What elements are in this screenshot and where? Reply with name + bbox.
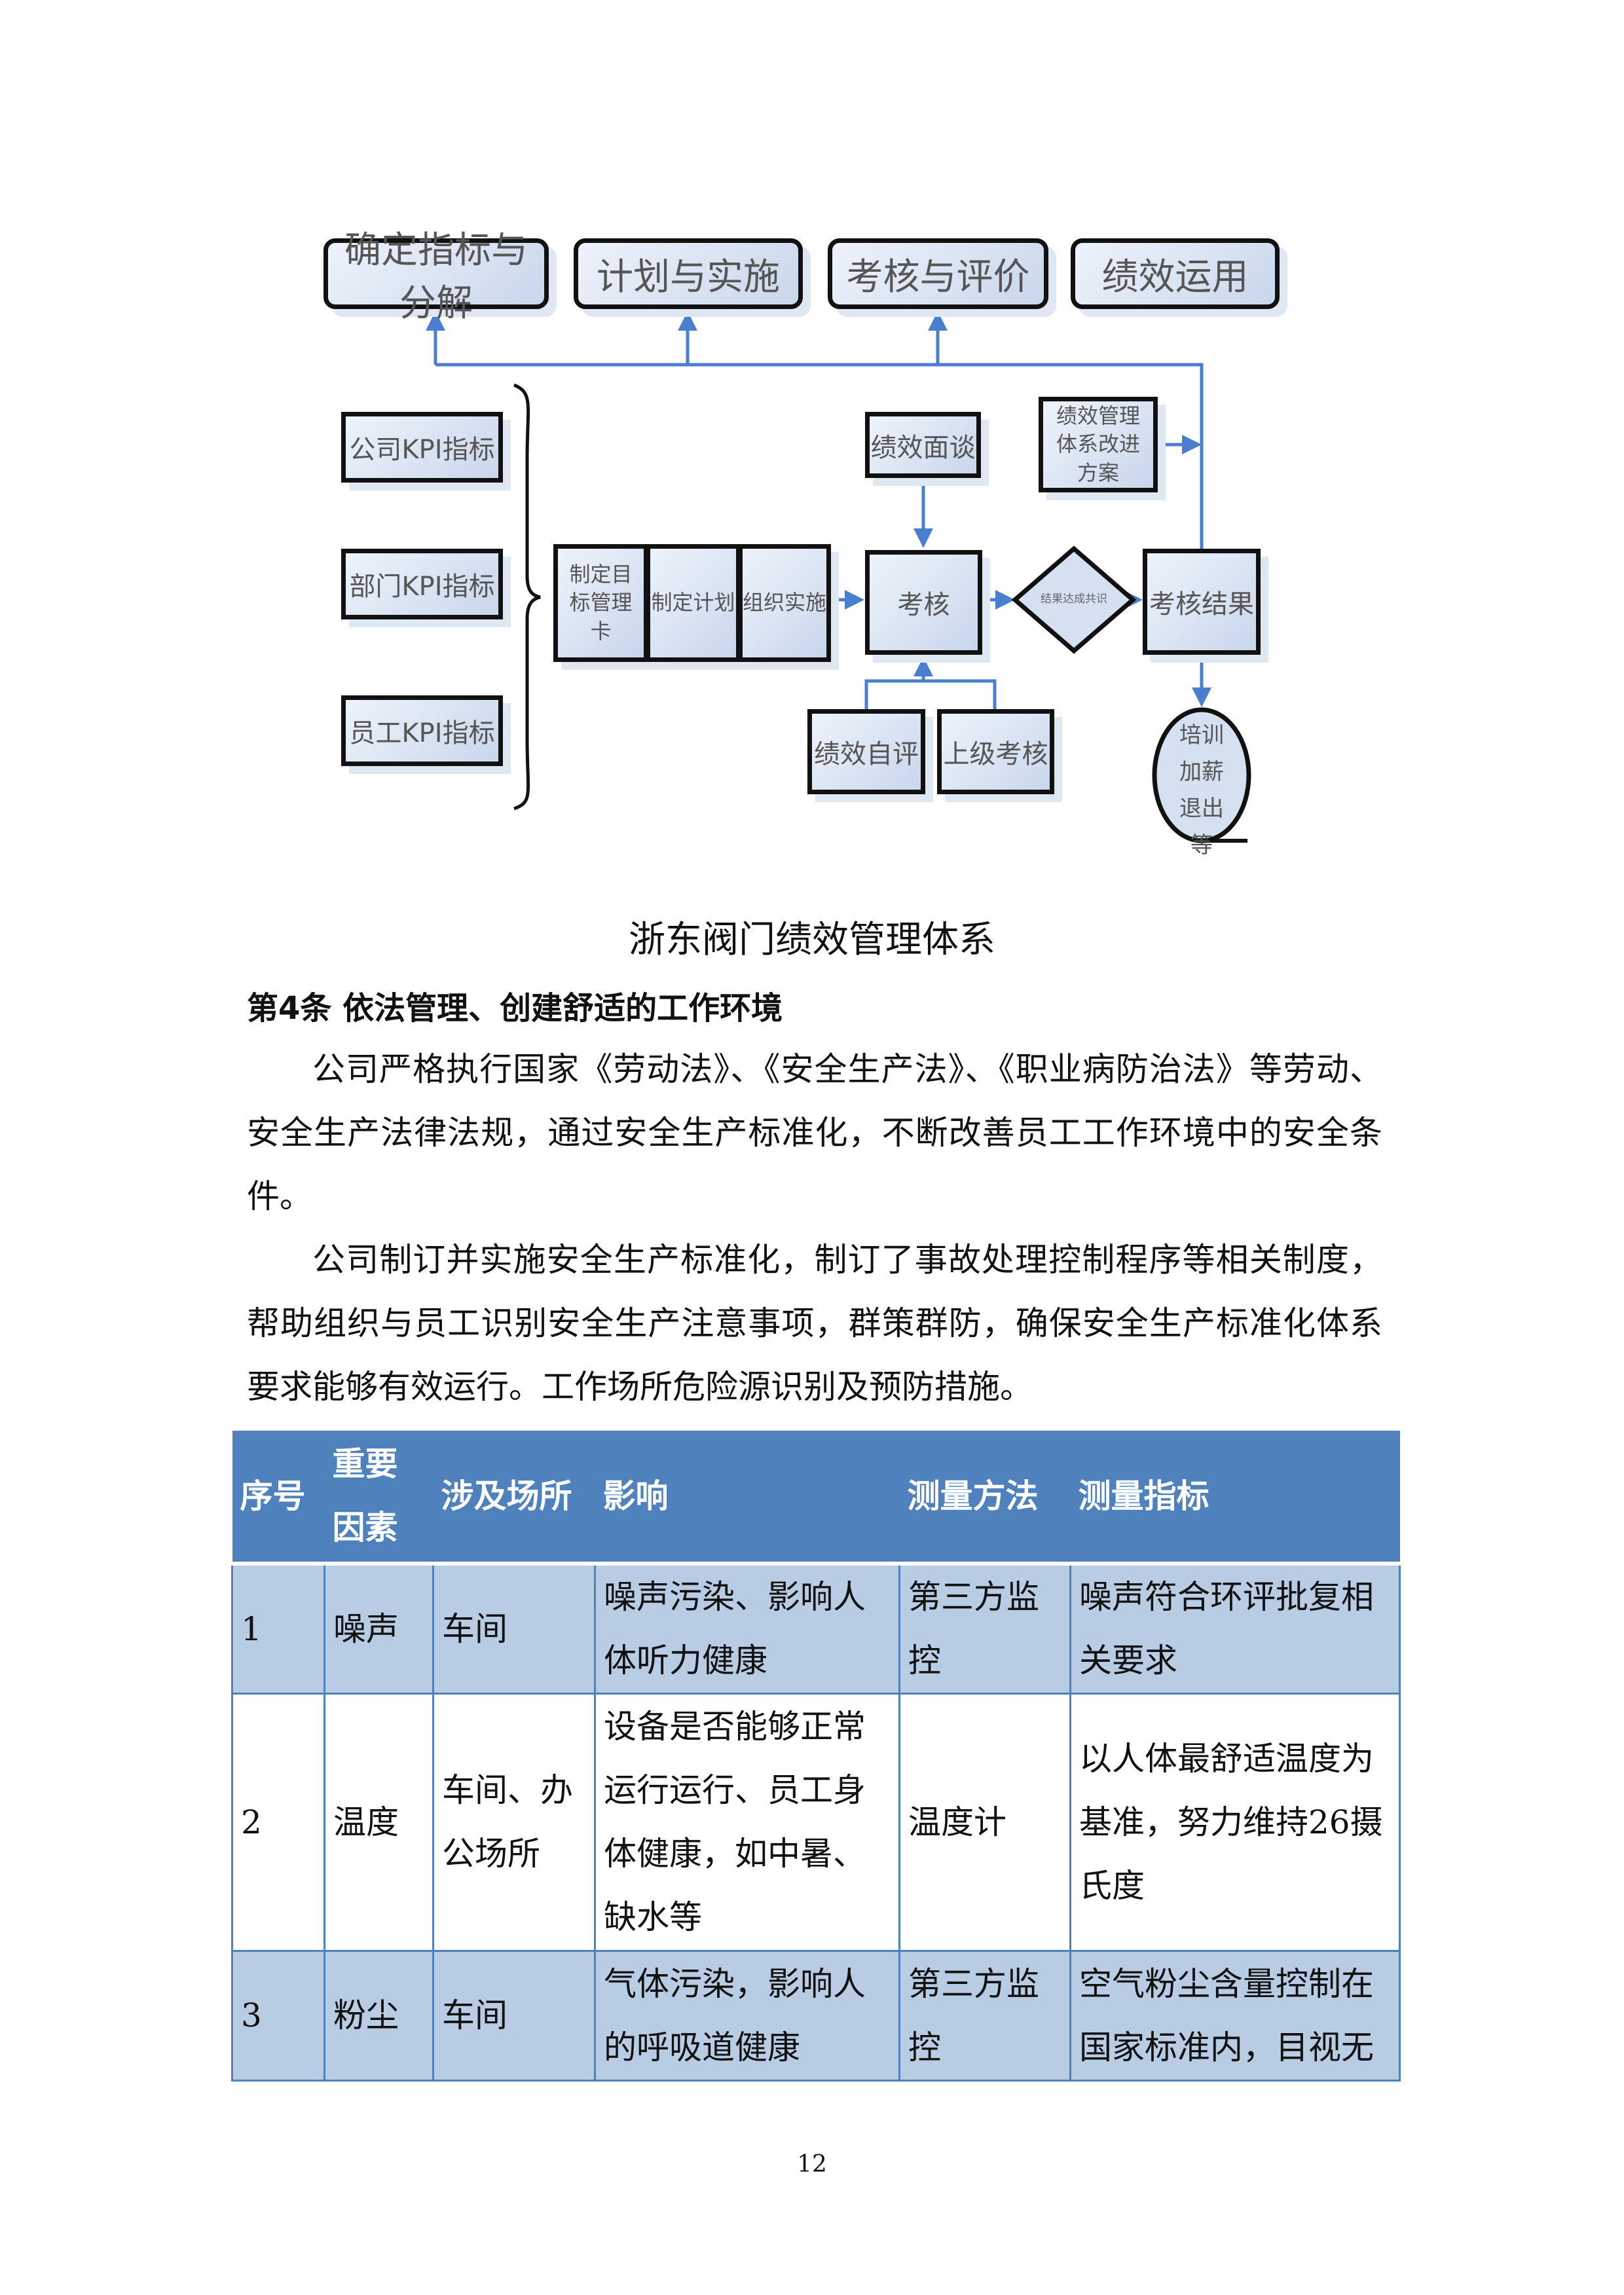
cell: 车间: [432, 1950, 596, 2082]
header-cell: 序号: [232, 1431, 325, 1566]
assess-box: 考核: [865, 550, 982, 655]
self-eval-box: 绩效自评: [807, 709, 925, 794]
cell: 1: [231, 1562, 325, 1695]
cell: 粉尘: [323, 1950, 434, 2082]
cell: 温度计: [898, 1693, 1071, 1952]
cell: 3: [231, 1950, 325, 2082]
cell: 噪声: [323, 1562, 434, 1695]
cell: 第三方监控: [898, 1950, 1071, 2082]
consensus-label: 结果达成共识: [1041, 593, 1107, 606]
section-heading: 第4条 依法管理、创建舒适的工作环境: [247, 990, 783, 1027]
result-box: 考核结果: [1143, 549, 1261, 655]
cell: 噪声污染、影响人体听力健康: [594, 1562, 900, 1695]
superior-eval-box: 上级考核: [937, 709, 1054, 794]
process-box: 制定计划: [646, 544, 741, 662]
header-cell: 影响: [595, 1431, 900, 1566]
cell: 设备是否能够正常运行运行、员工身体健康，如中暑、缺水等: [594, 1693, 900, 1952]
table-header-row: 序号 重要因素 涉及场所 影响 测量方法 测量指标: [232, 1431, 1400, 1566]
diagram-connectors: [426, 311, 1251, 843]
header-cell: 涉及场所: [433, 1431, 595, 1566]
kpi-box: 公司KPI指标: [341, 412, 503, 483]
improve-box: 绩效管理体系改进方案: [1039, 397, 1158, 492]
paragraph: 公司严格执行国家《劳动法》、《安全生产法》、《职业病防治法》等劳动、安全生产法律…: [247, 1050, 1382, 1215]
cell: 2: [231, 1693, 325, 1952]
cell: 车间: [432, 1562, 596, 1695]
kpi-box: 员工KPI指标: [341, 695, 503, 766]
decision-diamond: [1011, 545, 1137, 654]
paragraph: 公司制订并实施安全生产标准化，制订了事故处理控制程序等相关制度，帮助组织与员工识…: [247, 1241, 1382, 1406]
cell: 温度: [323, 1693, 434, 1952]
page-number: 12: [797, 2151, 827, 2178]
cell: 噪声符合环评批复相关要求: [1069, 1562, 1401, 1695]
stage-box: 绩效运用: [1071, 238, 1280, 309]
cell: 以人体最舒适温度为基准，努力维持26摄氏度: [1069, 1693, 1401, 1952]
apply-label: 培训加薪退出等: [1179, 722, 1224, 858]
cell: 车间、办公场所: [432, 1693, 596, 1952]
figure-caption: 浙东阀门绩效管理体系: [629, 919, 995, 961]
stage-box: 确定指标与分解: [323, 229, 549, 325]
stage-box: 计划与实施: [574, 238, 803, 309]
cell: 气体污染，影响人的呼吸道健康: [594, 1950, 900, 2082]
stage-box: 考核与评价: [828, 238, 1048, 309]
kpi-box: 部门KPI指标: [341, 549, 503, 619]
cell: 第三方监控: [898, 1562, 1071, 1695]
interview-box: 绩效面谈: [865, 412, 981, 478]
header-cell: 测量指标: [1070, 1431, 1400, 1566]
brace: [513, 383, 541, 811]
process-box: 组织实施: [738, 544, 831, 662]
cell: 空气粉尘含量控制在国家标准内，目视无: [1069, 1950, 1401, 2082]
header-cell: 测量方法: [899, 1431, 1071, 1566]
header-cell: 重要因素: [324, 1431, 434, 1566]
process-box: 制定目标管理卡: [553, 544, 648, 662]
